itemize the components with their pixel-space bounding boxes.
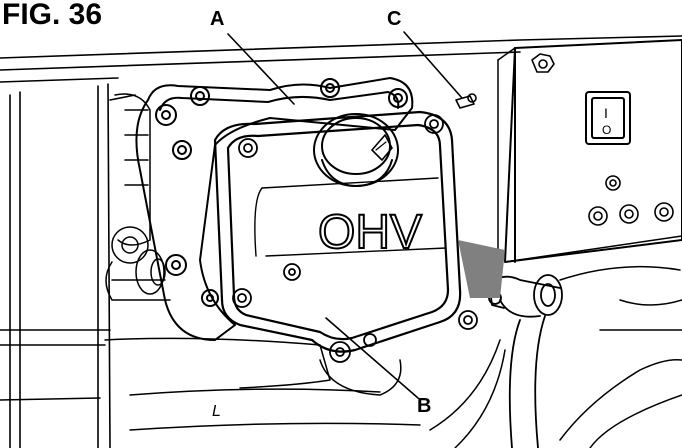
callout-label-a: A <box>210 8 225 30</box>
switch-off-symbol: O <box>602 123 611 137</box>
oil-fill-cap <box>313 113 399 187</box>
switch-on-symbol: I <box>604 105 608 121</box>
ohv-emboss-text: OHV <box>318 206 422 259</box>
callout-label-b: B <box>417 395 432 417</box>
leader-line-c <box>403 31 463 99</box>
valve-cover-bolts <box>232 114 478 363</box>
control-panel <box>497 39 682 263</box>
callout-leader-lines <box>227 31 463 399</box>
figure-title: FIG. 36 <box>2 0 103 31</box>
panel-nut <box>531 53 555 73</box>
generator-frame <box>0 35 682 448</box>
stud-bolt-c <box>455 93 477 109</box>
cylinder-head-gasket <box>135 77 414 341</box>
breather-hose <box>479 274 563 448</box>
carburetor-linkage <box>105 93 171 301</box>
shaded-region <box>458 240 505 298</box>
valve-cover <box>213 110 462 353</box>
leader-line-b <box>325 317 419 399</box>
crankcase-lower <box>104 265 682 448</box>
panel-receptacles <box>588 175 674 226</box>
callout-label-c: C <box>387 8 402 30</box>
rocker-switch <box>585 91 631 145</box>
leader-line-a <box>227 33 295 105</box>
floor-mark-symbol: L <box>212 403 221 420</box>
